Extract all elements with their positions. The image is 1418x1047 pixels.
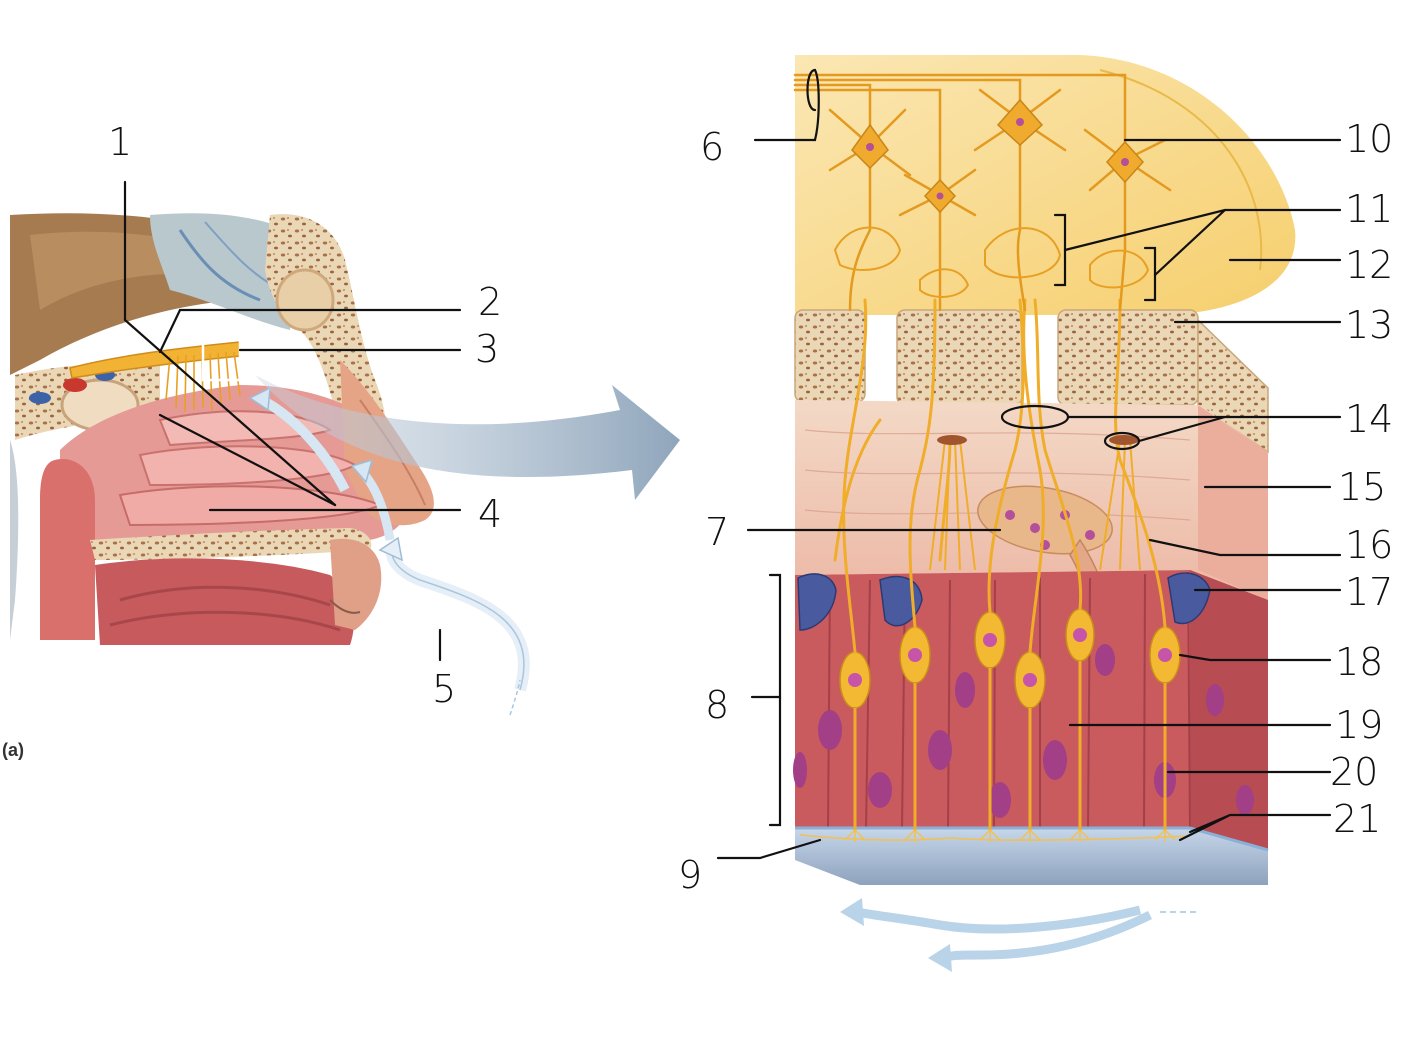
olfactory-bulb-tissue [795, 55, 1296, 315]
label-9: 9 [678, 853, 702, 897]
label-6: 6 [700, 125, 724, 169]
olfactory-nerve-fibers [165, 351, 241, 413]
hard-palate [90, 528, 372, 560]
label-12: 12 [1345, 243, 1393, 287]
label-18: 18 [1335, 640, 1383, 684]
callout-labels: 1 2 3 4 5 6 7 8 9 10 11 12 13 14 15 16 1… [108, 117, 1393, 897]
label-17: 17 [1345, 570, 1393, 614]
label-10: 10 [1345, 117, 1393, 161]
magnification-arrow [255, 375, 680, 500]
panel-label: (a) [2, 740, 24, 760]
olfactory-epithelium-block [793, 55, 1296, 885]
magnified-region-box [201, 328, 242, 382]
frontal-sinus [275, 268, 335, 332]
receptor-dendrites [853, 661, 1167, 830]
axon-bundles [929, 439, 1141, 571]
pharynx [40, 459, 95, 640]
label-15: 15 [1338, 465, 1386, 509]
label-4: 4 [478, 492, 502, 536]
mitral-cells [793, 73, 1172, 312]
basement-membrane [795, 828, 1268, 885]
label-21: 21 [1333, 797, 1381, 841]
airflow-over-epithelium [840, 898, 1200, 972]
label-11: 11 [1345, 187, 1393, 231]
olfactory-axons [833, 298, 1167, 654]
cervical-region [10, 440, 19, 640]
label-19: 19 [1335, 703, 1383, 747]
label-16: 16 [1345, 523, 1393, 567]
label-14: 14 [1345, 397, 1393, 441]
upper-lip [330, 538, 382, 630]
label-2: 2 [478, 280, 502, 324]
leader-lines [123, 68, 1342, 860]
label-20: 20 [1330, 750, 1378, 794]
label-5: 5 [432, 667, 456, 711]
label-1: 1 [108, 120, 132, 164]
label-3: 3 [475, 327, 499, 371]
tongue [95, 558, 354, 645]
label-8: 8 [705, 683, 729, 727]
label-13: 13 [1345, 303, 1393, 347]
olfactory-cilia [799, 829, 1191, 842]
label-7: 7 [705, 510, 729, 554]
glomeruli [833, 226, 1150, 298]
airflow-arrow-upper [259, 395, 350, 493]
supporting-cell-nuclei [793, 644, 1254, 818]
